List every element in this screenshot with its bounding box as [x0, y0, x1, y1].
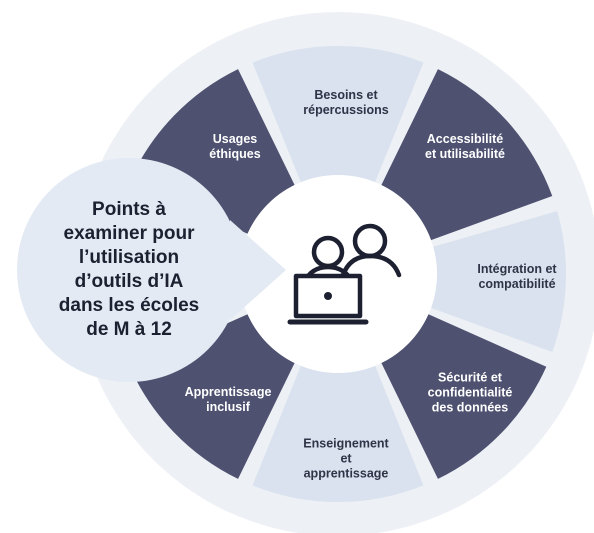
- title-callout: [17, 158, 286, 382]
- segment-securite-confidentialite: [381, 314, 547, 479]
- users-laptop-icon: [287, 223, 402, 325]
- segment-besoins-repercussions: [252, 45, 424, 183]
- segment-enseignement-apprentissage: [252, 365, 424, 503]
- segment-accessibilite-utilisabilite: [381, 69, 553, 241]
- diagram-title: Points à examiner pour l’utilisation d’o…: [58, 199, 200, 340]
- segment-integration-compatibilite: [431, 211, 567, 352]
